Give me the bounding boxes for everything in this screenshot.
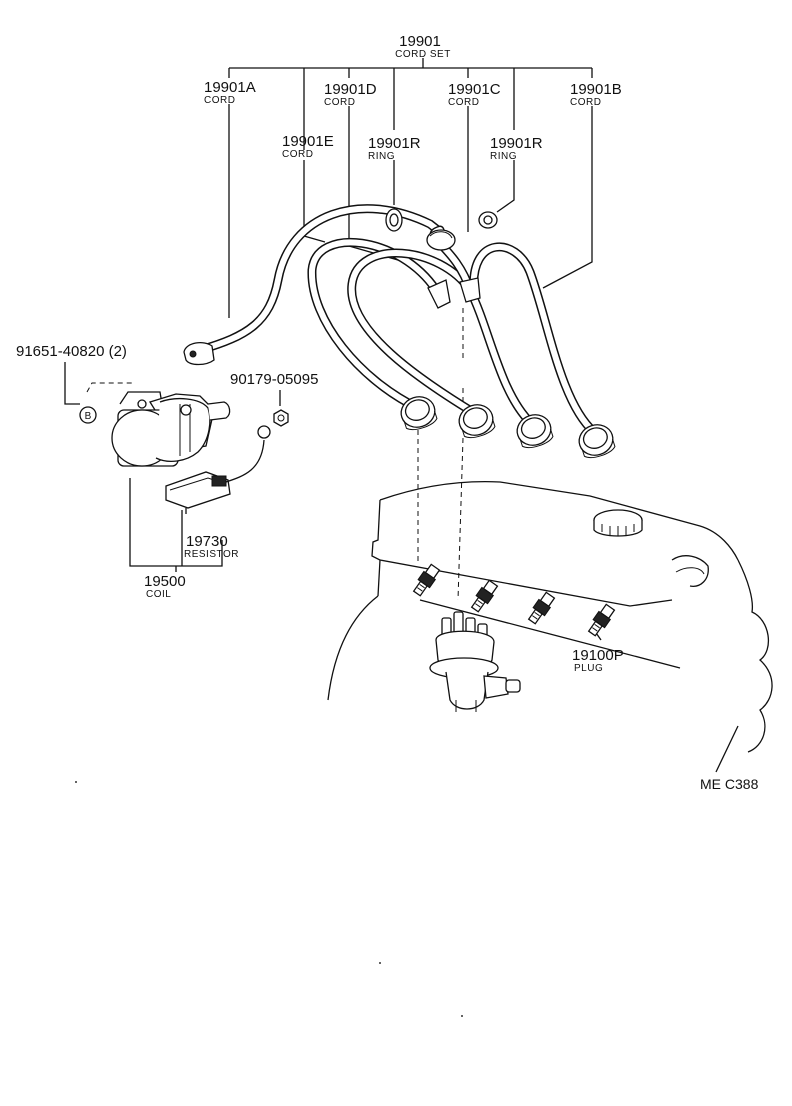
plug-boot-1 xyxy=(400,396,438,430)
cord-a-part-no: 19901A xyxy=(204,79,256,96)
spark-plugs xyxy=(412,563,616,637)
nut-icon xyxy=(273,409,289,427)
diagram-code: ME C388 xyxy=(700,776,759,792)
ring-left-part-no: 19901R xyxy=(368,135,421,152)
ring-right-name: RING xyxy=(490,151,517,162)
rings xyxy=(385,208,498,232)
spark-plug-2 xyxy=(470,579,499,613)
nut-part-no: 90179-05095 xyxy=(230,371,318,388)
resistor xyxy=(165,425,271,514)
ring-right-part-no: 19901R xyxy=(490,135,543,152)
part-labels: 19901 CORD SET 19901A CORD 19901D CORD 1… xyxy=(16,33,759,792)
plug-boot-3 xyxy=(516,414,554,448)
plug-boot-2 xyxy=(458,404,496,438)
spark-plug-3 xyxy=(527,591,556,625)
cord-d-name: CORD xyxy=(324,97,355,108)
ignition-cables xyxy=(195,204,599,437)
resistor-part-no: 19730 xyxy=(186,533,228,550)
cord-e-name: CORD xyxy=(282,149,313,160)
plug-part-no: 19100P xyxy=(572,647,624,664)
cord-a-name: CORD xyxy=(204,95,235,106)
bolt-marker-letter: B xyxy=(85,411,92,422)
cord-c-name: CORD xyxy=(448,97,479,108)
ring-left-name: RING xyxy=(368,151,395,162)
spark-plug-4 xyxy=(587,603,616,637)
distributor xyxy=(429,611,521,712)
scan-specks xyxy=(75,781,463,1017)
plug-boot-4 xyxy=(578,424,616,458)
engine-block xyxy=(327,481,773,753)
distributor-connectors xyxy=(183,229,481,366)
cord-b-part-no: 19901B xyxy=(570,81,622,98)
spark-plug-1 xyxy=(412,563,441,597)
bolt-marker: B xyxy=(79,406,97,424)
coil-name: COIL xyxy=(146,589,171,600)
plug-name: PLUG xyxy=(574,663,603,674)
cord-set-part-no: 19901 xyxy=(399,33,441,50)
cord-c-part-no: 19901C xyxy=(448,81,501,98)
ring-left xyxy=(385,208,403,232)
plug-boots xyxy=(400,396,616,458)
cord-set-name: CORD SET xyxy=(395,49,451,60)
ignition-coil xyxy=(111,391,231,467)
cord-d-part-no: 19901D xyxy=(324,81,377,98)
bolt-part-no: 91651-40820 (2) xyxy=(16,343,127,360)
cord-e-part-no: 19901E xyxy=(282,133,334,150)
cord-b-name: CORD xyxy=(570,97,601,108)
resistor-name: RESISTOR xyxy=(184,549,239,560)
coil-part-no: 19500 xyxy=(144,573,186,590)
ring-right xyxy=(478,211,498,229)
